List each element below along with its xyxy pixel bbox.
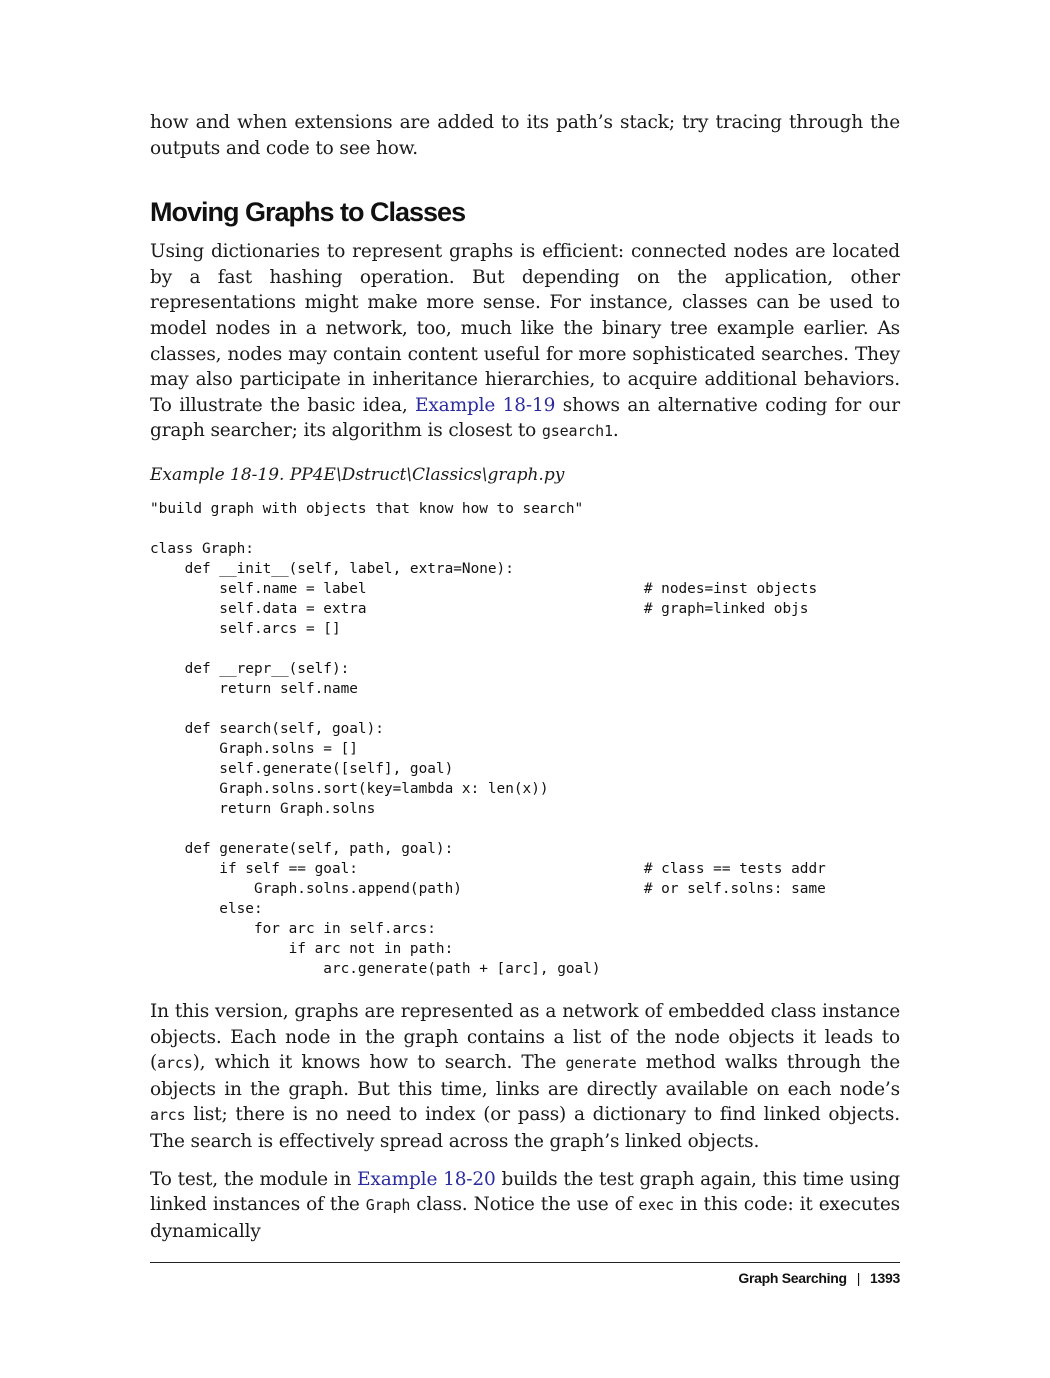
paragraph-text: Using dictionaries to represent graphs i… [150,241,900,416]
page-number: 1393 [870,1270,900,1286]
footer-divider [150,1262,900,1263]
code-listing: "build graph with objects that know how … [150,500,826,977]
example-caption: Example 18-19. PP4E\Dstruct\Classics\gra… [150,464,565,485]
inline-code-exec: exec [638,1196,674,1215]
inline-code-gsearch1: gsearch1 [541,422,613,441]
paragraph-text: shows an alternative coding for our grap… [150,394,900,442]
footer-section-title: Graph Searching [738,1270,847,1286]
paragraph-text: method walks through the objects in the … [150,1052,900,1100]
inline-code-graph: Graph [365,1196,411,1215]
paragraph-class-version: In this version, graphs are represented … [150,999,900,1155]
paragraph-graphs-dictionaries: Using dictionaries to represent graphs i… [150,239,900,445]
paragraph-test-module: To test, the module in Example 18-20 bui… [150,1167,900,1245]
inline-code-generate: generate [565,1054,637,1073]
inline-code-arcs: arcs [150,1106,186,1125]
paragraph-text: class. Notice the use of [410,1194,639,1216]
footer-separator: | [856,1270,861,1286]
paragraph-text: list; there is no need to index (or pass… [150,1104,900,1152]
inline-code-arcs: arcs [157,1054,193,1073]
paragraph-text: In this version, graphs are represented … [150,1000,900,1074]
paragraph-text: in this code: it executes dynamically [150,1194,901,1242]
paragraph-text: . [612,420,619,442]
paragraph-text: ), which it knows how to search. The [192,1052,566,1074]
example-18-20-link[interactable]: Example 18-20 [357,1168,496,1190]
intro-paragraph: how and when extensions are added to its… [150,110,900,161]
page-body: how and when extensions are added to its… [150,110,900,1244]
paragraph-text: builds the test graph again, this time u… [150,1168,900,1216]
intro-paragraph-text: how and when extensions are added to its… [150,112,900,159]
section-heading: Moving Graphs to Classes [150,197,466,228]
paragraph-text: To test, the module in [150,1168,358,1190]
example-18-19-link[interactable]: Example 18-19 [415,394,556,416]
page-footer: Graph Searching | 1393 [738,1270,900,1286]
